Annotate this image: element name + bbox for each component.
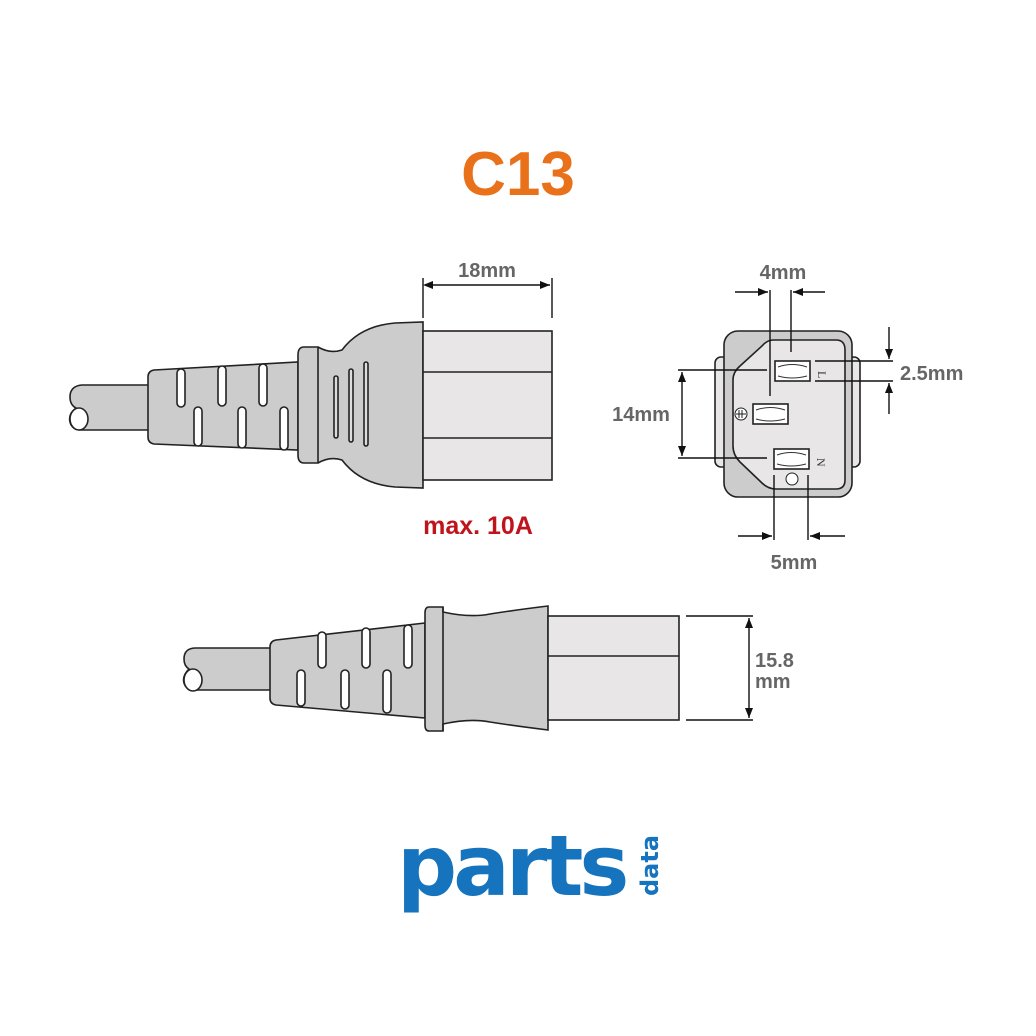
dimension-pin-width: 4mm: [760, 262, 807, 284]
live-marker-icon: L: [815, 371, 829, 378]
dimension-body-length: 18mm: [458, 260, 516, 282]
dimension-horizontal-spacing: 5mm: [771, 552, 818, 574]
dimension-pin-height: 2.5mm: [900, 363, 963, 385]
dimension-body-height: 15.8: [755, 650, 794, 672]
dimension-body-height-unit: mm: [755, 671, 791, 693]
neutral-marker-icon: N: [814, 458, 828, 467]
partsdata-logo: parts data: [397, 817, 664, 915]
front-view: L N 4mm 2.5mm 14mm 5mm: [612, 262, 963, 574]
ce-mark-icon: [785, 472, 799, 486]
current-rating: max. 10A: [423, 512, 533, 540]
connector-title: C13: [461, 140, 575, 209]
side-view-bottom: 15.8 mm: [182, 605, 794, 732]
logo-main-text: parts: [397, 817, 626, 915]
logo-sub-text: data: [636, 835, 664, 896]
side-view-top: 18mm: [68, 260, 553, 489]
dimension-vertical-spacing: 14mm: [612, 404, 670, 426]
